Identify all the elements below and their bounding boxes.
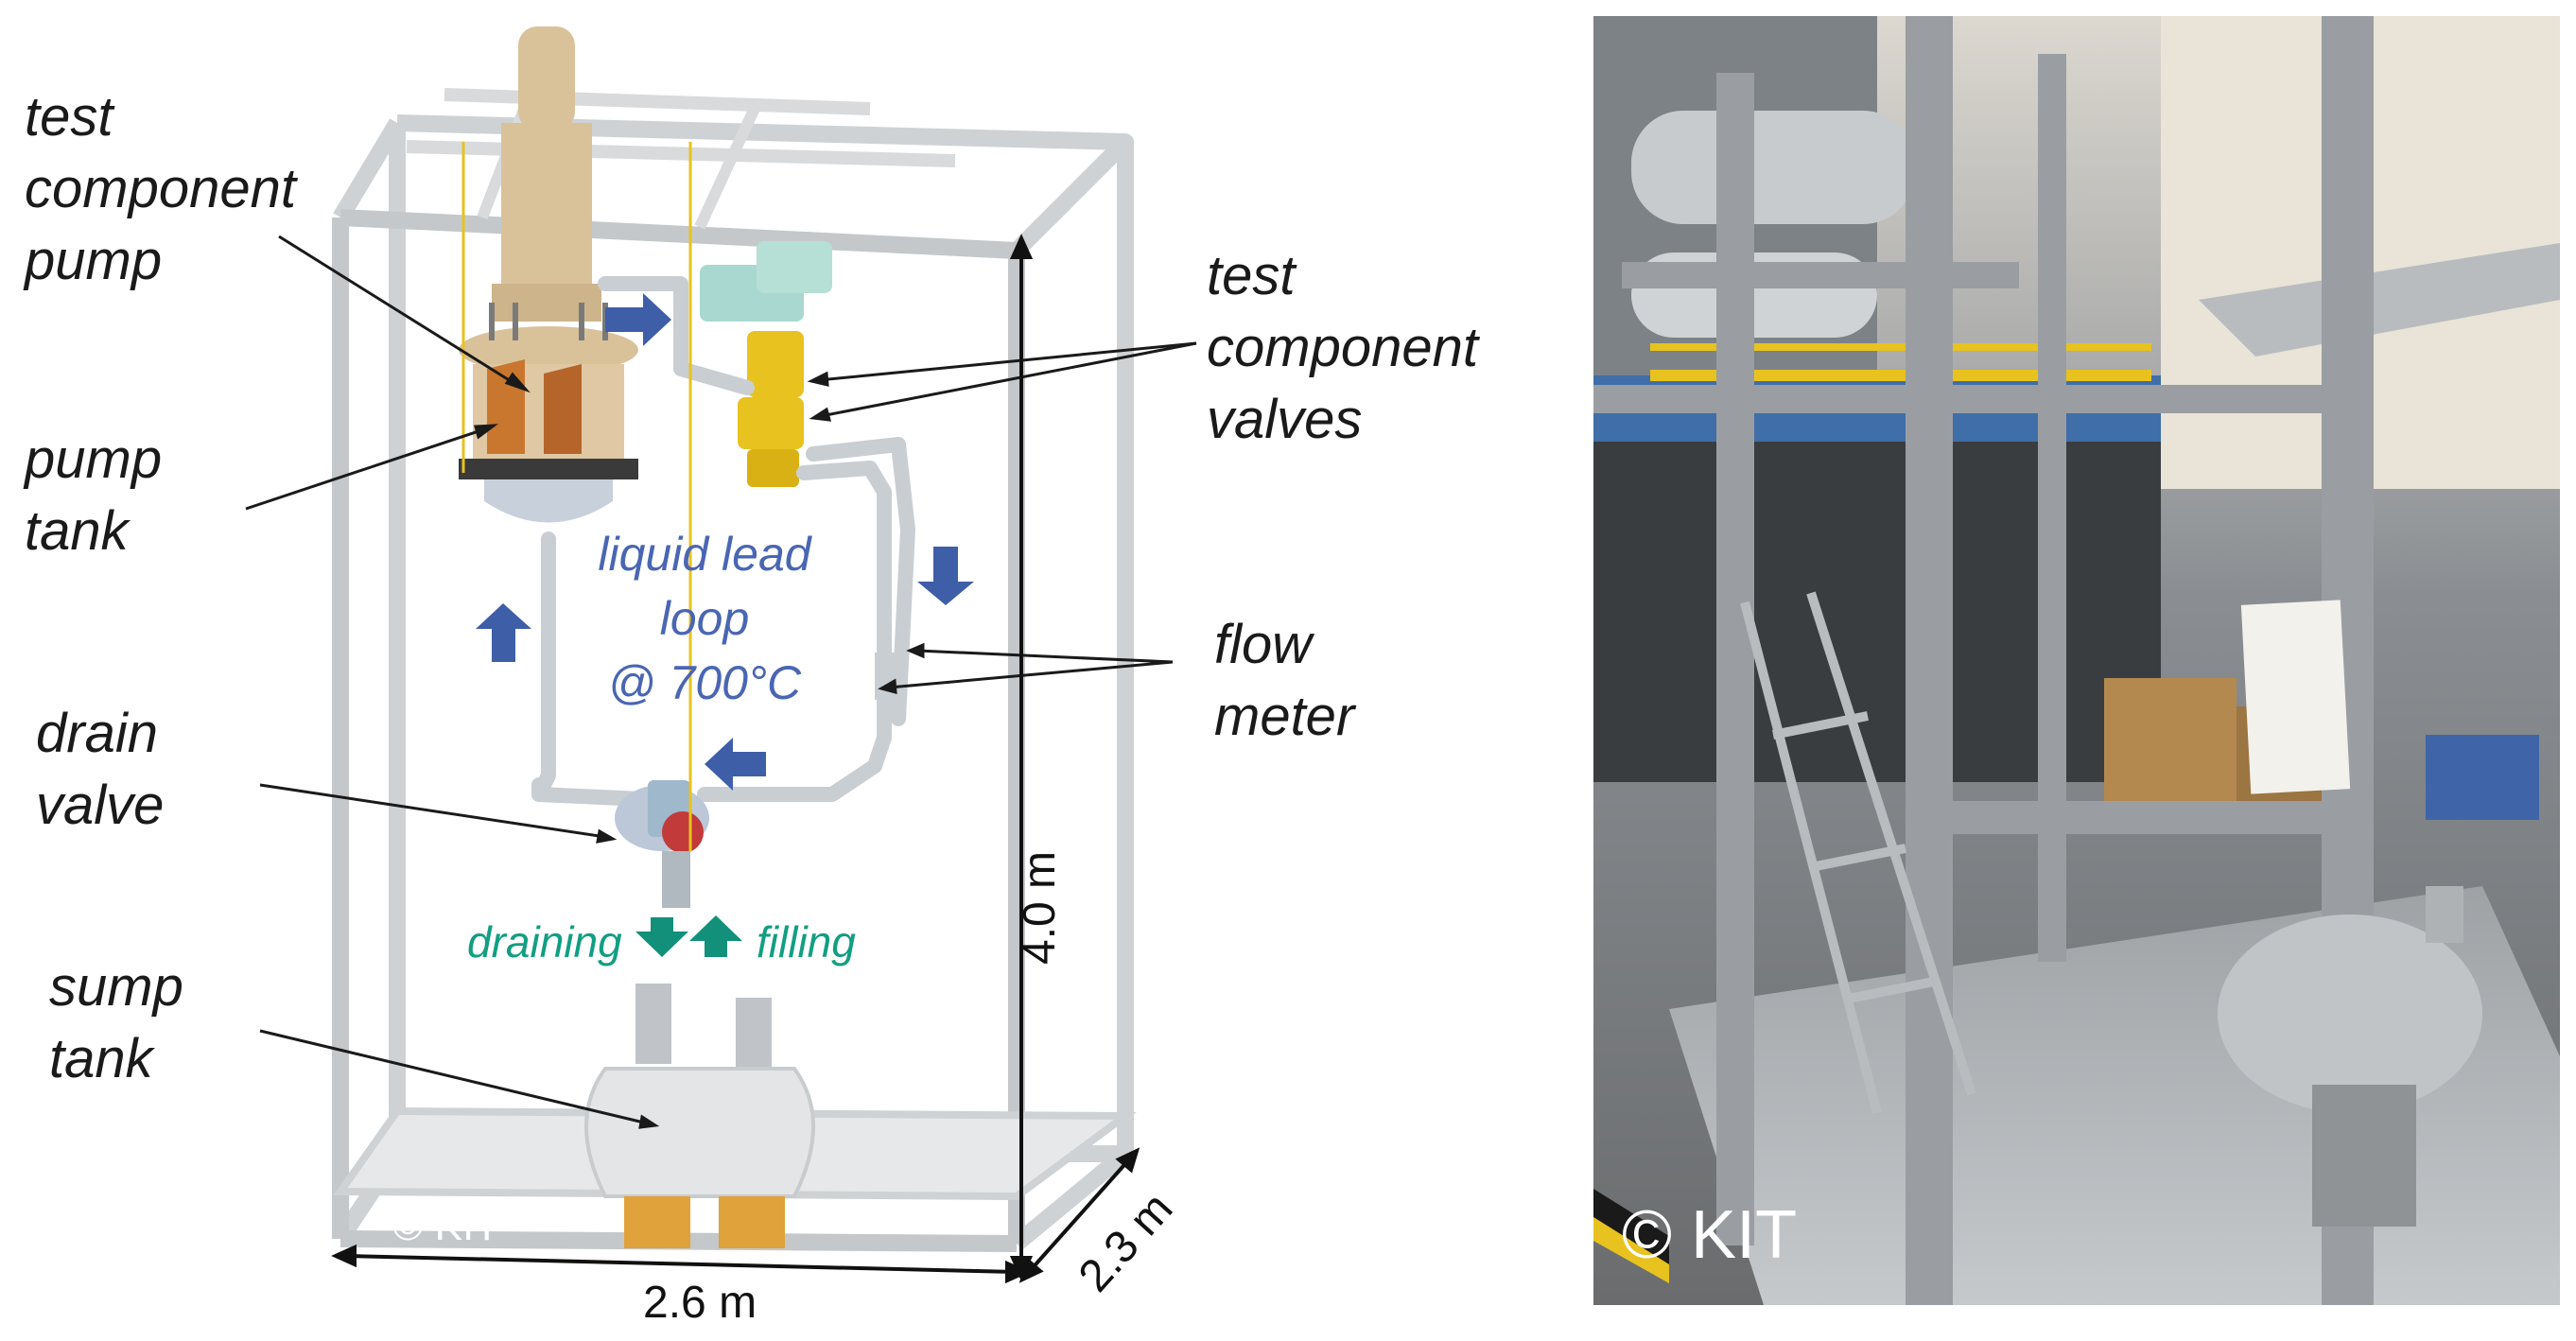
diagram-copyright: © KIT bbox=[392, 1203, 500, 1249]
width-dimension: 2.6 m bbox=[643, 1278, 757, 1328]
dimension-lines bbox=[331, 234, 1140, 1284]
loop-piping bbox=[531, 276, 915, 807]
drain-valve-label: drain valve bbox=[36, 703, 165, 836]
filling-arrow bbox=[689, 915, 742, 957]
sump-tank-label: sump tank bbox=[49, 956, 183, 1089]
sump-tank bbox=[584, 984, 815, 1248]
flow-arrow-up bbox=[476, 603, 531, 662]
test-component-pump bbox=[459, 26, 638, 374]
flow-arrow-right bbox=[605, 293, 671, 346]
draining-arrow bbox=[635, 917, 688, 957]
filling-label: filling bbox=[757, 917, 856, 967]
support-wires bbox=[461, 142, 692, 851]
height-dimension: 4.0 m bbox=[1015, 850, 1065, 965]
pump-tank-label: pump tank bbox=[25, 428, 163, 562]
drain-valve bbox=[615, 780, 709, 908]
facility-photo: © KIT bbox=[1593, 16, 2560, 1305]
hazard-stripes bbox=[1593, 1189, 1669, 1283]
callout-lines bbox=[245, 235, 1197, 1129]
pump-tank bbox=[459, 359, 638, 523]
flow-meter-label: flow meter bbox=[1214, 614, 1355, 747]
test-component-valves-label: test component valves bbox=[1207, 245, 1478, 450]
fill-drain-arrows bbox=[635, 915, 742, 957]
flow-arrow-left bbox=[705, 738, 766, 791]
photo-copyright: © KIT bbox=[1622, 1197, 1798, 1273]
test-component-valves bbox=[700, 241, 832, 487]
loop-cad-diagram bbox=[245, 26, 1197, 1284]
test-component-pump-label: test component pump bbox=[25, 86, 296, 291]
flow-arrows bbox=[476, 293, 974, 791]
flow-arrow-down bbox=[917, 547, 974, 605]
loop-description: liquid lead loop @ 700°C bbox=[598, 528, 811, 709]
draining-label: draining bbox=[467, 917, 622, 967]
